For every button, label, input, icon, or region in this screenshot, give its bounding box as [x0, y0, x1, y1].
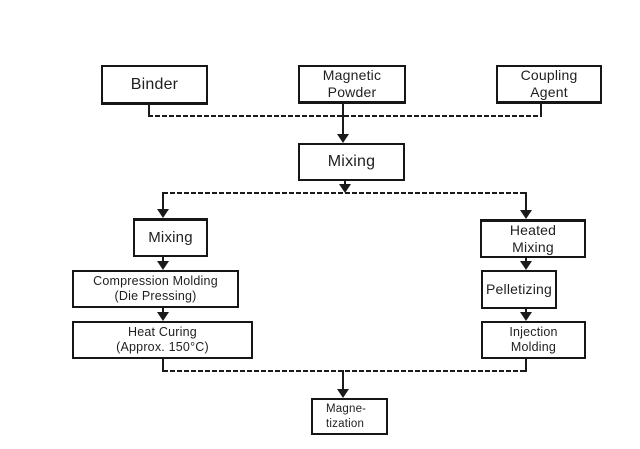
connector-inject-out: [525, 359, 527, 372]
node-heat-curing-label: Heat Curing (Approx. 150°C): [116, 324, 209, 354]
node-pelletizing: Pelletizing: [481, 270, 557, 309]
node-binder-label: Binder: [130, 75, 179, 93]
node-heated-mixing: Heated Mixing: [480, 219, 586, 258]
node-mixing-left-label: Mixing: [148, 228, 193, 246]
node-magnetization-label: Magne- tization: [326, 403, 367, 430]
node-coupling-agent-label: Coupling Agent: [520, 66, 578, 100]
node-magnetic-powder: Magnetic Powder: [298, 65, 406, 104]
connector-magnet-drop: [342, 370, 344, 390]
connector-heated-out: [525, 258, 527, 262]
node-injection-molding: Injection Molding: [481, 321, 586, 359]
arrow-down-icon: [337, 389, 349, 398]
connector-mixing-out: [344, 181, 346, 186]
node-heated-mixing-label: Heated Mixing: [509, 221, 557, 255]
connector-split-right: [525, 192, 527, 210]
connector-powder-drop: [342, 103, 344, 135]
node-heat-curing: Heat Curing (Approx. 150°C): [72, 321, 253, 359]
connector-pellet-out: [525, 309, 527, 313]
arrow-down-icon: [520, 312, 532, 321]
connector-binder-drop: [148, 104, 150, 117]
node-magnetic-powder-label: Magnetic Powder: [322, 66, 382, 100]
node-compression-molding: Compression Molding (Die Pressing): [72, 270, 239, 308]
connector-comp-out: [162, 308, 164, 313]
connector-split-left: [162, 192, 164, 210]
arrow-down-icon: [520, 210, 532, 219]
node-mixing-main: Mixing: [298, 143, 405, 181]
connector-mixleft-out: [162, 257, 164, 262]
connector-heatcure-out: [162, 359, 164, 372]
arrow-down-icon: [157, 261, 169, 270]
arrow-down-icon: [339, 184, 351, 193]
arrow-down-icon: [157, 209, 169, 218]
node-pelletizing-label: Pelletizing: [485, 280, 552, 297]
connector-coupling-drop: [540, 103, 542, 117]
connector-split-rail: [163, 192, 527, 194]
arrow-down-icon: [157, 312, 169, 321]
node-mixing-main-label: Mixing: [327, 153, 376, 171]
node-mixing-left: Mixing: [133, 218, 208, 257]
node-coupling-agent: Coupling Agent: [496, 65, 602, 104]
arrow-down-icon: [520, 261, 532, 270]
node-magnetization: Magne- tization: [311, 398, 388, 435]
connector-bottom-rail: [163, 370, 527, 372]
node-binder: Binder: [101, 65, 208, 105]
node-injection-molding-label: Injection Molding: [509, 324, 558, 354]
node-compression-molding-label: Compression Molding (Die Pressing): [93, 273, 218, 303]
arrow-down-icon: [337, 134, 349, 143]
connector-top-rail: [148, 115, 542, 117]
